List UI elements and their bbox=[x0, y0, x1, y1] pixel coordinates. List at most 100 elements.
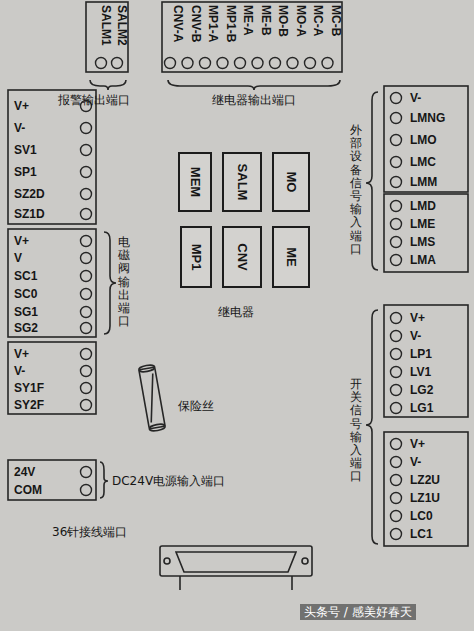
terminal-name: LC0 bbox=[410, 510, 433, 522]
terminal-name: SG1 bbox=[14, 306, 38, 318]
terminal-screw bbox=[391, 113, 402, 124]
terminal-name: SY1F bbox=[14, 382, 44, 394]
terminal-strip bbox=[162, 2, 342, 72]
terminal-name: SALM1 bbox=[100, 5, 112, 46]
terminal-screw bbox=[81, 289, 92, 300]
terminal-screw bbox=[81, 209, 92, 220]
terminal-name: LZ2U bbox=[410, 474, 440, 486]
relay-name: MEM bbox=[188, 167, 203, 197]
terminal-name: LMO bbox=[410, 134, 437, 146]
fuse-symbol bbox=[138, 364, 165, 432]
terminal-name: V+ bbox=[14, 100, 29, 112]
terminal-name: V- bbox=[410, 330, 421, 342]
port-caption: 报警输出端口 bbox=[58, 94, 130, 106]
terminal-screw bbox=[391, 511, 402, 522]
terminal-name: 24V bbox=[14, 466, 35, 478]
terminal-screw bbox=[81, 145, 92, 156]
terminal-name: LMM bbox=[410, 176, 437, 188]
terminal-name: SG2 bbox=[14, 322, 38, 334]
terminal-screw bbox=[391, 135, 402, 146]
bracket bbox=[168, 80, 340, 90]
terminal-screw bbox=[182, 58, 193, 69]
terminal-screw bbox=[81, 366, 92, 377]
terminal-name: LME bbox=[410, 218, 435, 230]
terminal-screw bbox=[391, 457, 402, 468]
db-connector bbox=[160, 546, 312, 590]
terminal-screw bbox=[81, 485, 92, 496]
terminal-screw bbox=[305, 58, 316, 69]
terminal-name: LMD bbox=[410, 200, 436, 212]
terminal-screw bbox=[391, 529, 402, 540]
terminal-name: LMA bbox=[410, 254, 436, 266]
bracket bbox=[100, 462, 108, 498]
terminal-screw bbox=[81, 323, 92, 334]
port-caption: 开关信号输入端口 bbox=[350, 378, 362, 484]
terminal-screw bbox=[391, 331, 402, 342]
relay-box: CNV bbox=[222, 226, 262, 288]
port-caption: 继电器输出端口 bbox=[212, 94, 296, 106]
terminal-block bbox=[8, 90, 96, 224]
terminal-screw bbox=[235, 58, 246, 69]
terminal-screw bbox=[81, 253, 92, 264]
terminal-name: SY2F bbox=[14, 399, 44, 411]
terminal-name: CNV-B bbox=[190, 5, 202, 42]
terminal-name: V+ bbox=[14, 235, 29, 247]
terminal-screw bbox=[96, 58, 107, 69]
terminal-name: LP1 bbox=[410, 348, 432, 360]
terminal-name: V+ bbox=[410, 438, 425, 450]
terminal-block bbox=[8, 460, 96, 500]
bracket bbox=[104, 232, 116, 334]
terminal-block bbox=[384, 86, 468, 192]
terminal-name: V- bbox=[14, 122, 25, 134]
terminal-strip bbox=[86, 2, 128, 72]
terminal-name: V bbox=[14, 252, 22, 264]
terminal-name: V- bbox=[410, 92, 421, 104]
relay-name: SALM bbox=[235, 164, 250, 201]
terminal-screw bbox=[165, 58, 176, 69]
terminal-name: MP1-B bbox=[225, 5, 237, 42]
relay-name: ME bbox=[284, 247, 299, 267]
terminal-screw bbox=[81, 307, 92, 318]
terminal-name: LG2 bbox=[410, 384, 433, 396]
bracket bbox=[366, 310, 378, 544]
terminal-name: V+ bbox=[410, 312, 425, 324]
watermark: 头条号 / 感美好春天 bbox=[300, 604, 416, 620]
terminal-name: V- bbox=[14, 365, 25, 377]
terminal-screw bbox=[287, 58, 298, 69]
terminal-screw bbox=[217, 58, 228, 69]
relay-name: MO bbox=[284, 172, 299, 193]
terminal-name: LZ1U bbox=[410, 492, 440, 504]
terminal-block bbox=[8, 229, 96, 337]
terminal-name: LG1 bbox=[410, 402, 433, 414]
terminal-name: V- bbox=[410, 456, 421, 468]
terminal-screw bbox=[81, 349, 92, 360]
terminal-screw bbox=[81, 271, 92, 282]
port-caption: 外部设备信号输入端口 bbox=[350, 124, 362, 256]
terminal-screw bbox=[391, 157, 402, 168]
relay-box: MEM bbox=[178, 152, 212, 212]
terminal-screw bbox=[81, 123, 92, 134]
relay-box: SALM bbox=[222, 152, 262, 212]
terminal-name: LMC bbox=[410, 156, 436, 168]
terminal-screw bbox=[81, 400, 92, 411]
terminal-name: ME-A bbox=[242, 5, 254, 36]
terminal-screw bbox=[391, 349, 402, 360]
port-caption: 36针接线端口 bbox=[52, 526, 127, 538]
relay-box: MO bbox=[272, 152, 310, 212]
terminal-name: SC0 bbox=[14, 288, 37, 300]
terminal-screw bbox=[391, 255, 402, 266]
relay-name: CNV bbox=[235, 243, 250, 270]
relay-name: MP1 bbox=[189, 244, 204, 271]
terminal-screw bbox=[81, 167, 92, 178]
terminal-screw bbox=[391, 201, 402, 212]
port-caption: DC24V电源输入端口 bbox=[112, 475, 225, 487]
terminal-screw bbox=[391, 219, 402, 230]
terminal-screw bbox=[200, 58, 211, 69]
terminal-screw bbox=[391, 93, 402, 104]
terminal-screw bbox=[81, 189, 92, 200]
relay-box: MP1 bbox=[180, 226, 212, 288]
port-caption: 电磁阀输出端口 bbox=[118, 236, 130, 328]
terminal-name: LC1 bbox=[410, 528, 433, 540]
terminal-name: MP1-A bbox=[207, 5, 219, 42]
terminal-name: MC-A bbox=[312, 5, 324, 36]
